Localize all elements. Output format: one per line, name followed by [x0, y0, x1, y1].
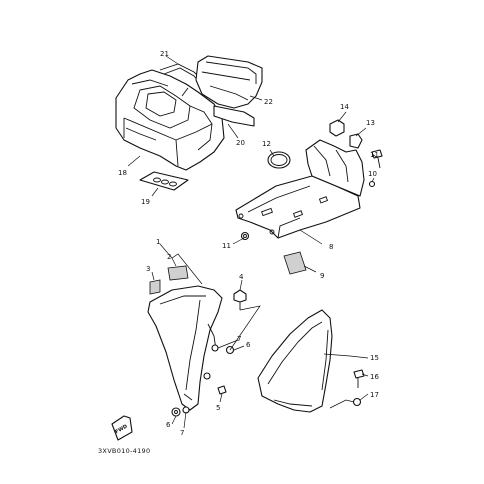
callout-8: 8 [329, 243, 333, 251]
washer-part-17 [352, 397, 362, 407]
callout-20: 20 [236, 139, 245, 147]
callout-1: 1 [156, 238, 160, 246]
callout-21: 21 [160, 50, 169, 58]
callout-5: 5 [216, 404, 220, 412]
emblem-part-2 [167, 265, 189, 281]
bracket-part-20 [213, 105, 255, 127]
sticker-part-19 [139, 171, 189, 191]
nut-part-10 [368, 180, 376, 188]
bolt-part-4 [233, 289, 247, 310]
fwd-marker-text: FWD [114, 424, 128, 436]
callout-18: 18 [118, 169, 127, 177]
bolt-part-16 [353, 369, 365, 388]
bolt-part-11-lower [240, 231, 250, 241]
callout-3: 3 [146, 265, 150, 273]
callout-4: 4 [239, 273, 244, 281]
clamp-part-14 [329, 119, 345, 137]
rear-hugger-part-15 [257, 309, 333, 413]
washer-part-7-upper [211, 344, 219, 352]
clip-part-13 [349, 133, 363, 149]
drawing-code: 3XVB010-4190 [98, 447, 150, 455]
callout-16: 16 [370, 373, 379, 381]
emblem-part-3 [149, 279, 161, 295]
callout-17: 17 [370, 391, 379, 399]
tail-light-part-22 [195, 55, 263, 109]
callout-6-upper: 6 [246, 341, 251, 349]
front-fender-part-1 [147, 285, 223, 411]
callout-10: 10 [368, 170, 377, 178]
collar-part-7-side [203, 372, 211, 380]
label-part-9 [283, 251, 307, 275]
callout-22: 22 [264, 98, 273, 106]
callout-19: 19 [141, 198, 150, 206]
callout-14: 14 [340, 103, 349, 111]
callout-7-lower: 7 [180, 429, 184, 437]
callout-15: 15 [370, 354, 379, 362]
rear-fender-part-8 [235, 139, 365, 239]
callout-13: 13 [366, 119, 375, 127]
washer-part-6-lower [171, 407, 181, 417]
callout-12: 12 [262, 140, 271, 148]
bolt-part-5 [217, 385, 227, 395]
o-ring-part-12 [267, 151, 291, 169]
callout-11-lower: 11 [222, 242, 231, 250]
callout-2: 2 [167, 253, 171, 261]
callout-9: 9 [320, 272, 324, 280]
callout-7-upper: 7 [237, 335, 241, 343]
leader-lines [127, 55, 379, 429]
callout-numbers: 21 22 20 18 19 12 14 13 11 10 11 8 9 1 2… [118, 50, 379, 437]
callout-6-lower: 6 [166, 421, 171, 429]
tail-cowl-part-18 [115, 69, 225, 171]
forward-direction-marker: FWD [111, 415, 133, 441]
callout-11-upper: 11 [370, 151, 379, 159]
